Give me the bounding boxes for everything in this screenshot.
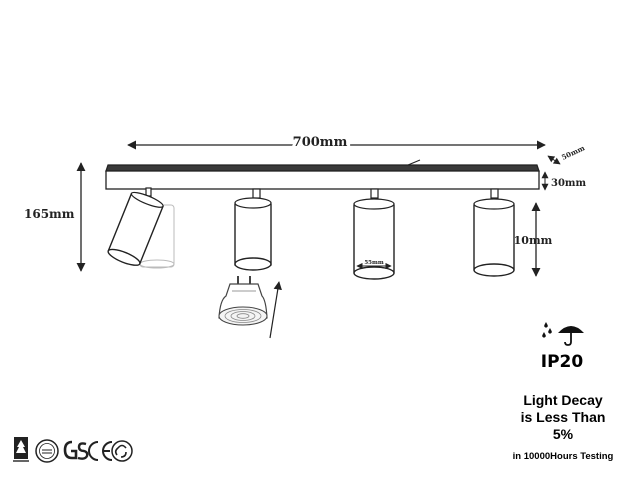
spotlight-3: 55mm	[353, 188, 395, 280]
testing-note: in 10000Hours Testing	[512, 451, 614, 462]
spotlight-2	[234, 188, 272, 271]
tree-cert-icon	[13, 437, 29, 462]
height-label: 165mm	[24, 207, 75, 221]
length-dimension: 700mm	[127, 132, 546, 153]
gs-icon	[63, 440, 89, 460]
rail-width-label: 50mm	[560, 143, 587, 162]
rohs-icon	[35, 439, 59, 463]
spotlight-4	[473, 188, 515, 277]
spot-height-label: 110mm	[506, 234, 553, 247]
rail-height-label: 30mm	[551, 178, 586, 189]
height-dimension: 165mm	[24, 162, 86, 272]
rail-height-dimension: 30mm	[541, 171, 586, 191]
decay-line-1: Light Decay	[523, 392, 603, 408]
decay-line-3: 5%	[552, 426, 574, 442]
insert-arrow	[269, 281, 282, 339]
spotlight-1	[107, 187, 175, 269]
length-label: 700mm	[293, 135, 348, 150]
spot-diameter-label: 55mm	[364, 260, 383, 266]
ip-rating: IP20	[540, 352, 584, 372]
umbrella-rain-icon	[542, 322, 584, 346]
gu10-bulb	[218, 276, 268, 326]
decay-line-2: is Less Than	[520, 409, 606, 425]
rail-width-dimension: 50mm	[547, 143, 587, 165]
track-rail	[105, 159, 540, 190]
ce-icon	[88, 441, 113, 461]
spot-height-dimension: 110mm	[506, 202, 553, 277]
light-decay-text: Light Decay is Less Than 5%	[500, 392, 626, 443]
recycle-icon	[111, 440, 133, 462]
